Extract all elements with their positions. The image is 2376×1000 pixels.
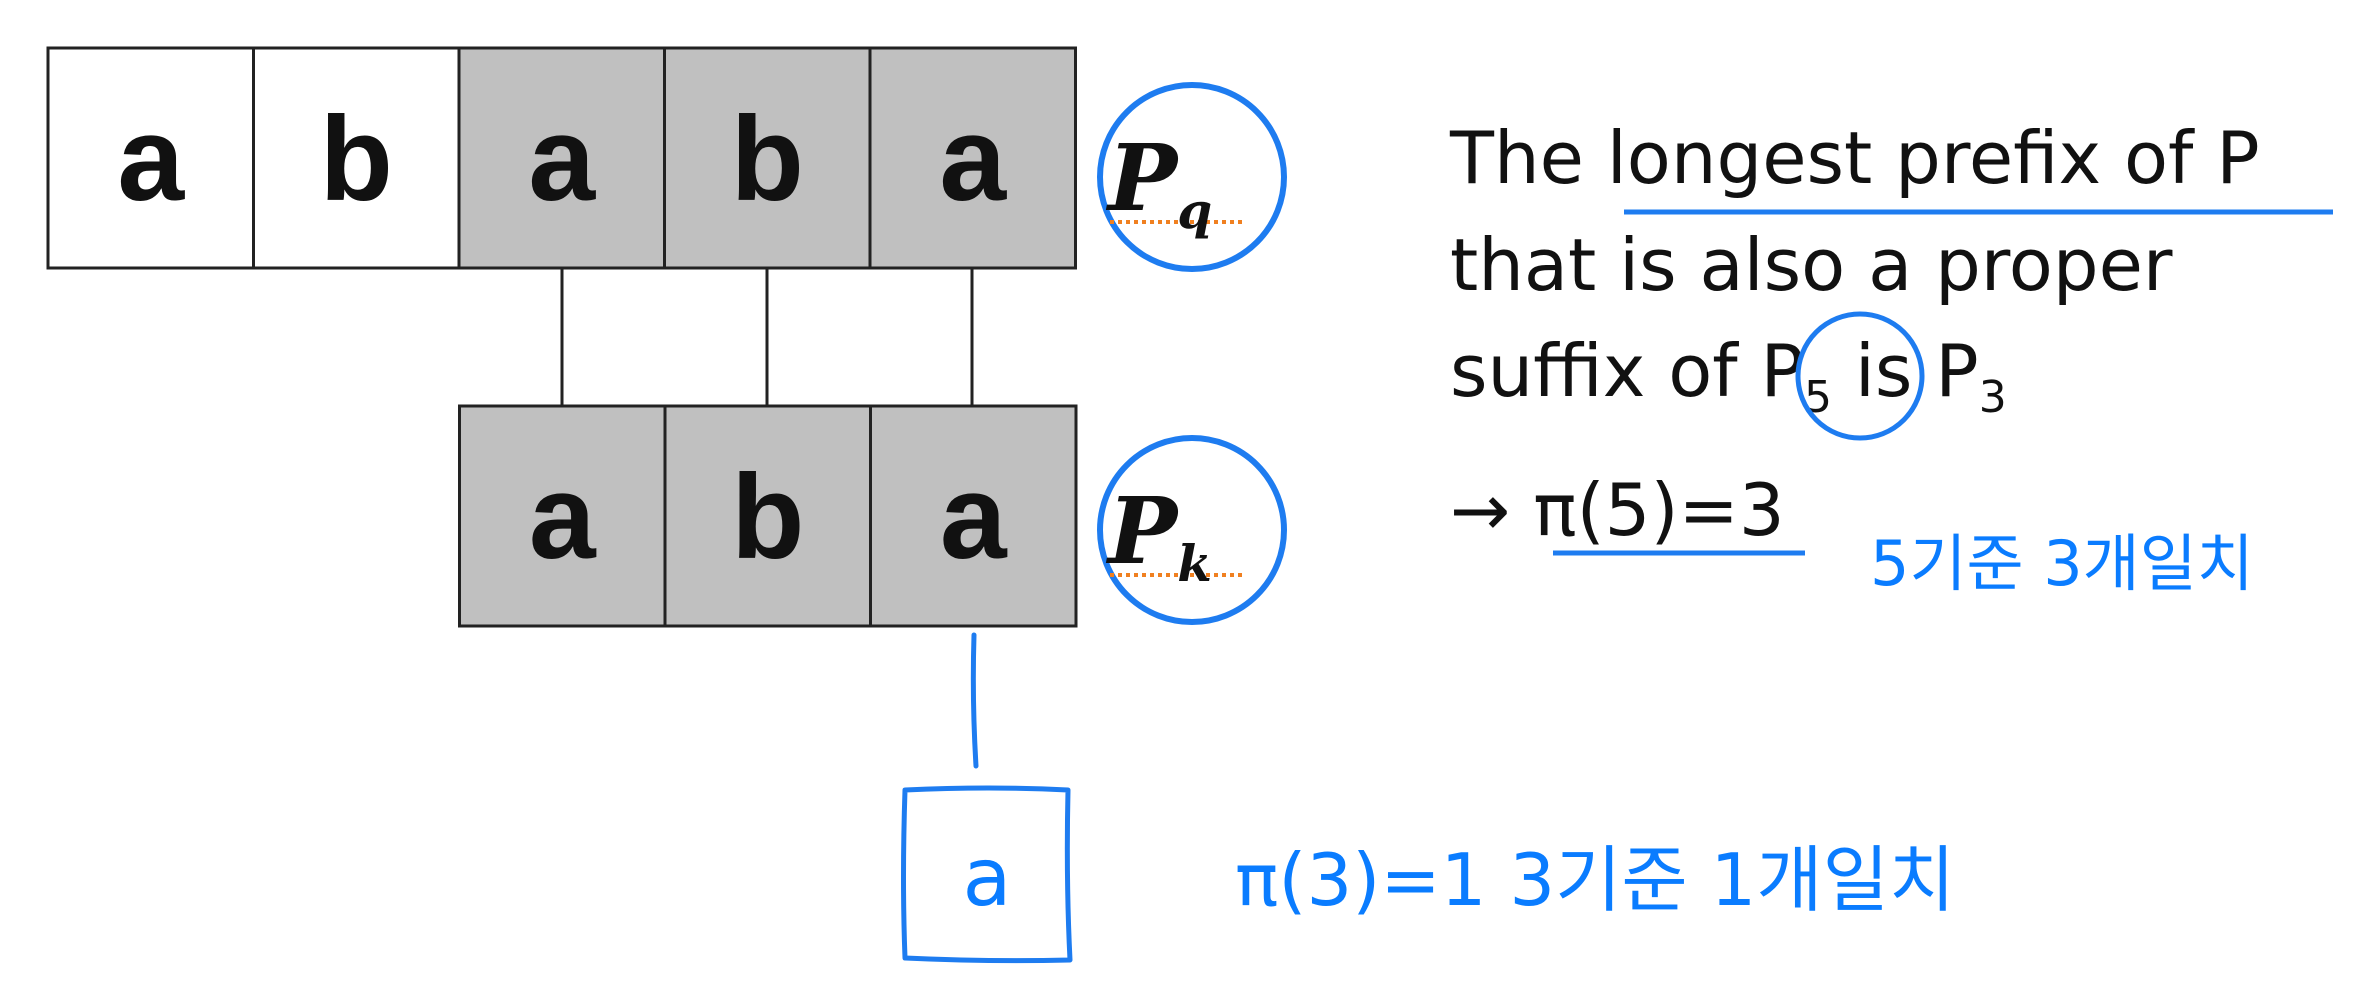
top-letter: b — [320, 92, 393, 226]
svg-text:Pk: Pk — [1105, 477, 1212, 593]
top-cell — [663, 46, 872, 270]
bottom-cell — [869, 404, 1078, 628]
bottom-letter: b — [731, 450, 804, 584]
svg-text:Pq: Pq — [1105, 124, 1212, 240]
top-cell — [457, 46, 666, 270]
pq-label: Pq — [1097, 82, 1287, 272]
top-letter: a — [939, 92, 1007, 226]
top-cell — [252, 46, 461, 270]
handwritten-connector — [970, 632, 979, 769]
handwritten-box — [901, 785, 1073, 964]
top-cell — [46, 46, 255, 270]
pk-circle — [1097, 435, 1287, 625]
bottom-letter: a — [529, 450, 597, 584]
bottom-cell — [458, 404, 667, 628]
p5-circle — [1795, 311, 1925, 441]
svg-text:that is also a proper: that is also a proper — [1450, 223, 2173, 307]
pq-circle — [1097, 82, 1287, 272]
svg-text:The longest prefix of P: The longest prefix of P — [1449, 116, 2260, 200]
alignment-connectors — [560, 268, 974, 406]
bottom-cell — [663, 404, 872, 628]
bottom-letter: a — [940, 450, 1008, 584]
handwritten-note-1: 5기준 3개일치 — [1870, 527, 2254, 600]
top-letter: a — [528, 92, 596, 226]
svg-text:→ π(5)=3: → π(5)=3 — [1450, 468, 1785, 552]
svg-text:suffix of P5 is P3: suffix of P5 is P3 — [1450, 329, 2007, 423]
explanation-text: The longest prefix of P that is also a p… — [1449, 116, 2333, 556]
handwritten-box-letter: a — [962, 831, 1011, 924]
top-letter: a — [117, 92, 185, 226]
pk-label: Pk — [1097, 435, 1287, 625]
handwritten-note-2: π(3)=1 3기준 1개일치 — [1235, 838, 1955, 922]
top-letter: b — [731, 92, 804, 226]
